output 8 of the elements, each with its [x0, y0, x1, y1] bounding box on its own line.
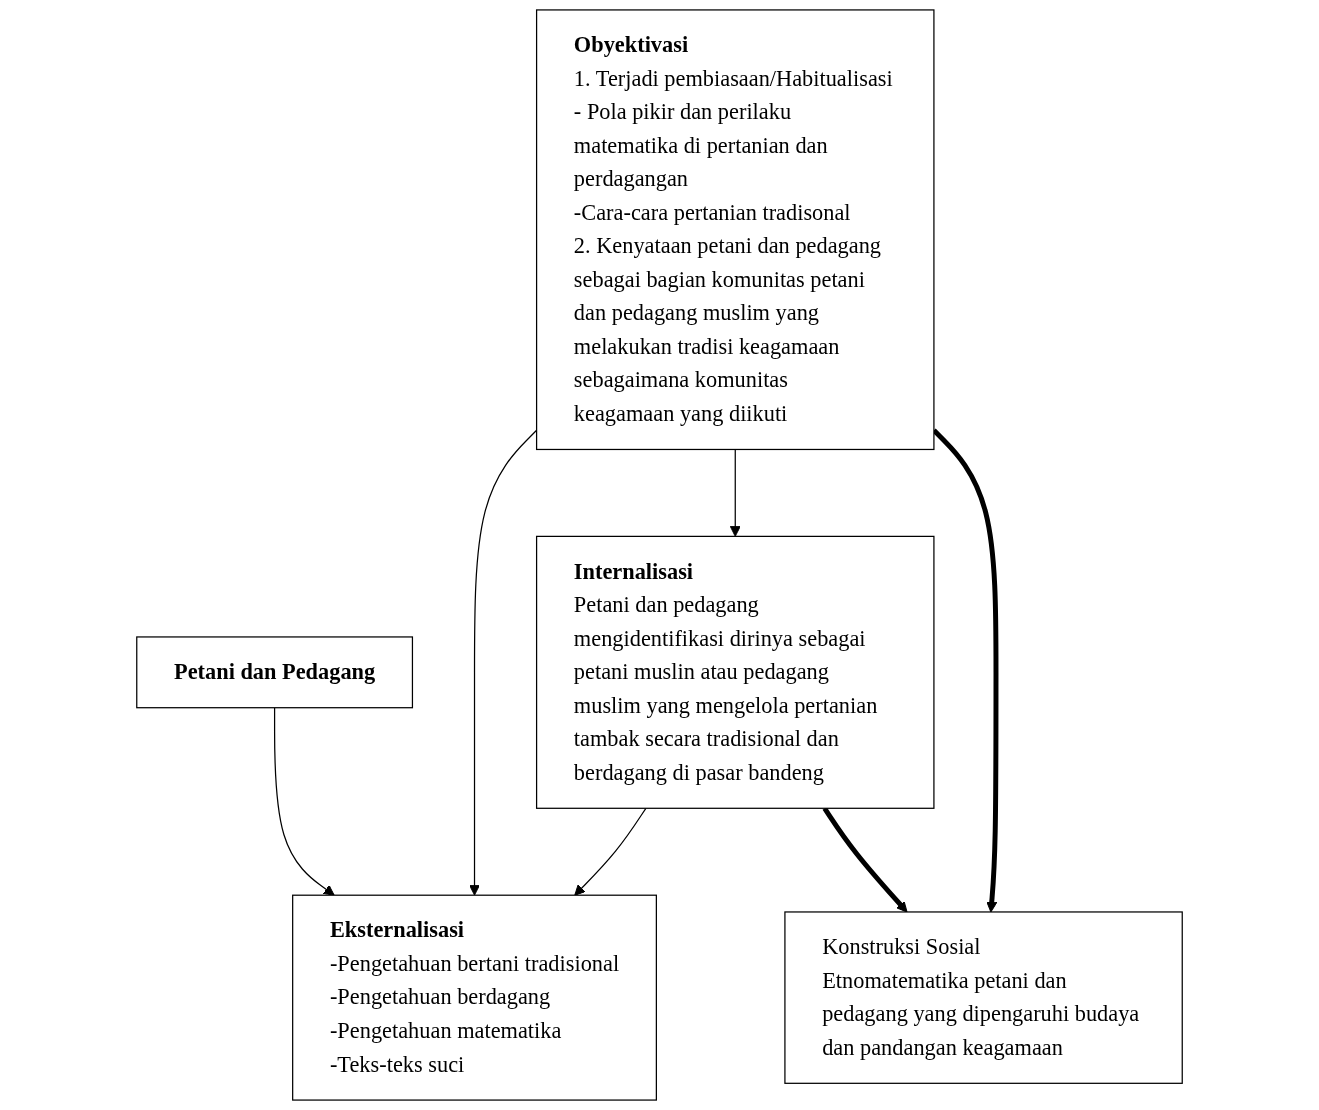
node-box: Internalisasi Petani dan pedagang mengidentifikasi dirinya sebagai petani muslin atau pedagang muslim yang mengelola pertanian tambak secara tradisional dan berdagang di pasar bandeng [536, 535, 935, 809]
node-box: Eksternalisasi -Pengetahuan bertani tradisional -Pengetahuan berdagang -Pengetahuan matematika -Teks-teks suci [292, 894, 657, 1101]
arrow [729, 448, 741, 537]
node-box: Konstruksi Sosial Etnomatematika petani dan pedagang yang dipengaruhi budaya dan pandangan keagamaan [784, 911, 1183, 1084]
arrow [574, 807, 647, 896]
arrow [274, 707, 335, 896]
node-box: Petani dan Pedagang [136, 636, 414, 709]
node-box: Obyektivasi 1. Terjadi pembiasaan/Habitualisasi - Pola pikir dan perilaku matematika di pertanian dan perdagangan -Cara-cara pertanian tradisonal 2. Kenyataan petani dan pedagang sebagai bagian komunitas petani dan pedagang muslim yang melakukan tradisi keagamaan sebagaimana komunitas keagamaan yang diikuti [536, 9, 935, 451]
